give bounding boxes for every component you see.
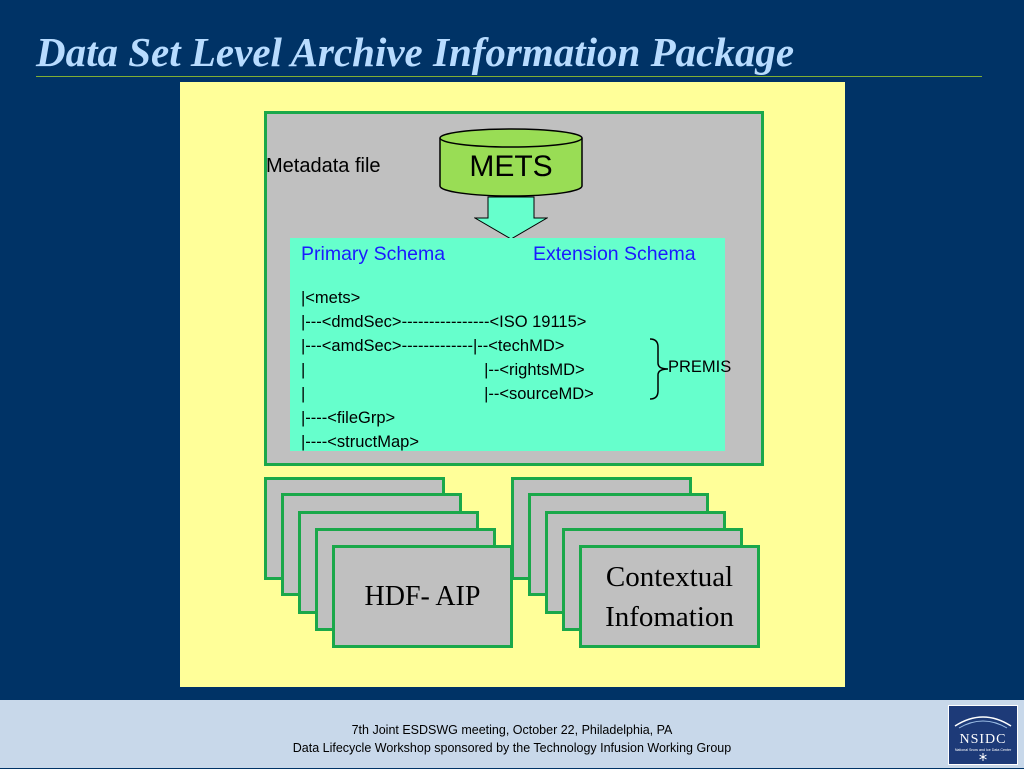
extension-schema-label: Extension Schema — [533, 243, 696, 265]
nsidc-logo-graphic: NSIDC National Snow and Ice Data Center — [954, 716, 1012, 761]
tree-line-mets: |<mets> — [301, 289, 361, 307]
contextual-information-box: Contextual Infomation — [579, 545, 760, 648]
premis-label: PREMIS — [668, 358, 732, 376]
tree-line-amdsec: |---<amdSec>-------------|--<techMD> — [301, 337, 565, 355]
footer-meeting-line: 7th Joint ESDSWG meeting, October 22, Ph… — [351, 723, 673, 737]
nsidc-logo-text: NSIDC — [959, 732, 1006, 747]
primary-schema-label: Primary Schema — [301, 243, 446, 265]
tree-line-rightsmd: | |--<rightsMD> — [301, 361, 585, 379]
snowflake-icon — [979, 753, 987, 761]
hdf-aip-box: HDF- AIP — [332, 545, 513, 648]
metadata-file-label: Metadata file — [266, 155, 381, 177]
mets-cylinder — [439, 128, 583, 197]
hdf-aip-label: HDF- AIP — [364, 580, 481, 612]
footer — [0, 700, 1024, 768]
mets-cylinder-top — [439, 128, 583, 148]
slide-title: Data Set Level Archive Information Packa… — [36, 29, 795, 75]
nsidc-logo-subtext: National Snow and Ice Data Center — [955, 748, 1012, 752]
tree-line-filegrp: |----<fileGrp> — [301, 409, 396, 427]
down-arrow-icon — [474, 196, 548, 240]
tree-line-dmdsec: |---<dmdSec>----------------<ISO 19115> — [301, 313, 587, 331]
tree-line-sourcemd: | |--<sourceMD> — [301, 385, 594, 403]
premis-brace-icon — [649, 338, 669, 400]
mets-label: METS — [469, 150, 553, 183]
contextual-label-line1: Contextual — [605, 560, 734, 593]
title-underline — [36, 76, 982, 77]
footer-workshop-line: Data Lifecycle Workshop sponsored by the… — [292, 741, 732, 755]
mets-cylinder-body — [439, 138, 583, 197]
contextual-label-line2: Infomation — [605, 600, 734, 633]
schema-box — [290, 238, 725, 451]
nsidc-logo: NSIDC National Snow and Ice Data Center — [948, 705, 1018, 765]
tree-line-structmap: |----<structMap> — [301, 433, 419, 451]
